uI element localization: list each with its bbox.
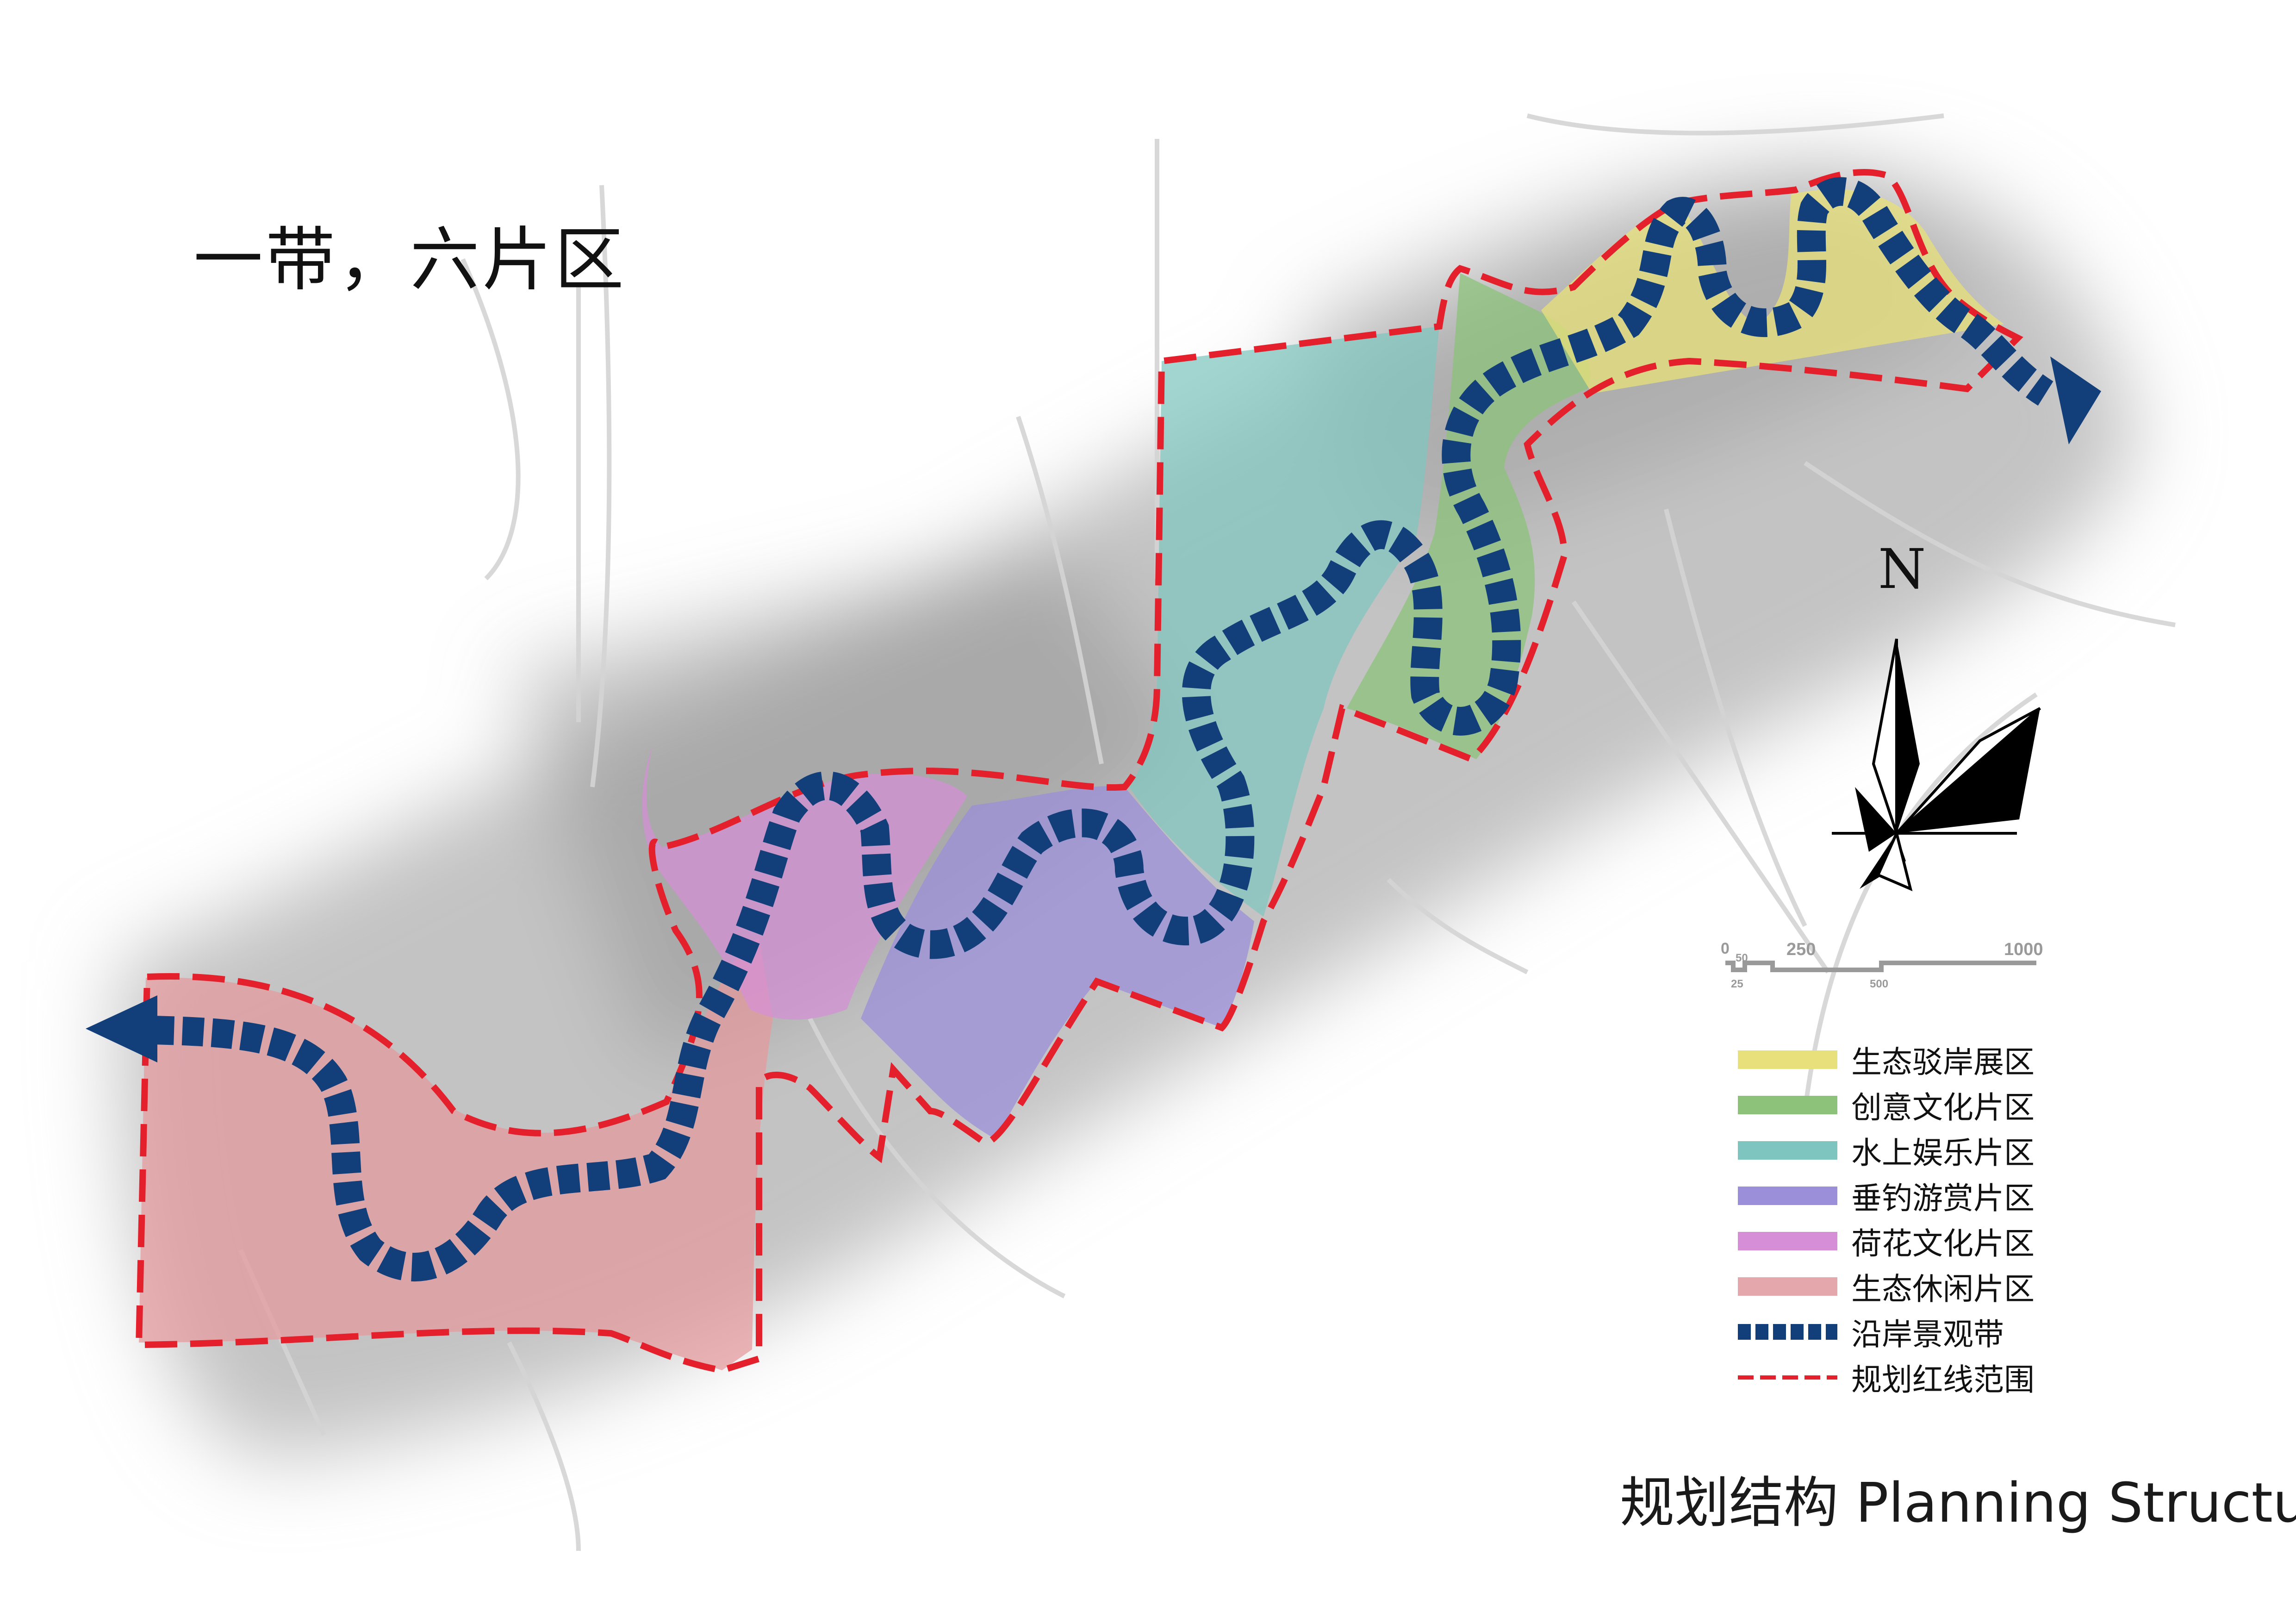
legend-label: 荷花文化片区	[1851, 1226, 2035, 1262]
scale-label-25: 25	[1731, 978, 1743, 990]
legend-label: 垂钓游赏片区	[1851, 1181, 2035, 1216]
belt-arrow-east	[2050, 356, 2101, 444]
compass-rose	[1832, 638, 2041, 892]
scale-bar	[1725, 961, 2036, 972]
map-caption: 规划结构 Planning Structure	[1620, 1471, 2296, 1535]
road-network	[238, 113, 2176, 1551]
legend-item: 垂钓游赏片区	[1738, 1173, 2145, 1218]
legend-label: 规划红线范围	[1851, 1362, 2035, 1398]
legend-label: 创意文化片区	[1851, 1090, 2035, 1125]
north-label: N	[1878, 537, 1926, 601]
scale-label-250: 250	[1786, 940, 1816, 959]
legend-item: 水上娱乐片区	[1738, 1128, 2145, 1173]
zone-ecological-leisure	[139, 937, 773, 1370]
coastal-belt	[152, 177, 2053, 1281]
legend-swatch-boundary	[1738, 1375, 1837, 1380]
legend-item: 规划红线范围	[1738, 1355, 2145, 1400]
scale-label-500: 500	[1870, 978, 1889, 990]
legend-swatch-creative-culture	[1738, 1096, 1837, 1114]
zone-fishing-sightseeing	[861, 786, 1254, 1139]
legend-swatch-coastal-belt	[1738, 1324, 1837, 1340]
legend-swatch-fishing	[1738, 1187, 1837, 1205]
legend-swatch-lotus	[1738, 1232, 1837, 1250]
legend-label: 生态休闲片区	[1851, 1271, 2035, 1307]
map-title: 一带，六片区	[193, 220, 627, 300]
legend-item: 创意文化片区	[1738, 1082, 2145, 1128]
scale-label-0: 0	[1721, 940, 1730, 957]
belt-arrow-west	[86, 995, 157, 1062]
legend-item: 沿岸景观带	[1738, 1309, 2145, 1355]
scale-label-50: 50	[1736, 952, 1748, 964]
scale-label-1000: 1000	[2004, 940, 2043, 959]
legend-swatch-ecological-bank	[1738, 1050, 1837, 1069]
legend: 生态驳岸展区 创意文化片区 水上娱乐片区 垂钓游赏片区 荷花文化片区 生态休闲片…	[1738, 1037, 2145, 1400]
legend-item: 生态驳岸展区	[1738, 1037, 2145, 1082]
legend-swatch-ecological-leisure	[1738, 1277, 1837, 1296]
legend-item: 生态休闲片区	[1738, 1264, 2145, 1309]
legend-item: 荷花文化片区	[1738, 1218, 2145, 1264]
legend-label: 沿岸景观带	[1851, 1317, 2004, 1352]
zone-lotus-culture	[642, 745, 967, 1020]
legend-swatch-water-entertainment	[1738, 1141, 1837, 1160]
legend-label: 生态驳岸展区	[1851, 1044, 2035, 1080]
legend-label: 水上娱乐片区	[1851, 1135, 2035, 1171]
planning-boundary	[135, 169, 2023, 1374]
